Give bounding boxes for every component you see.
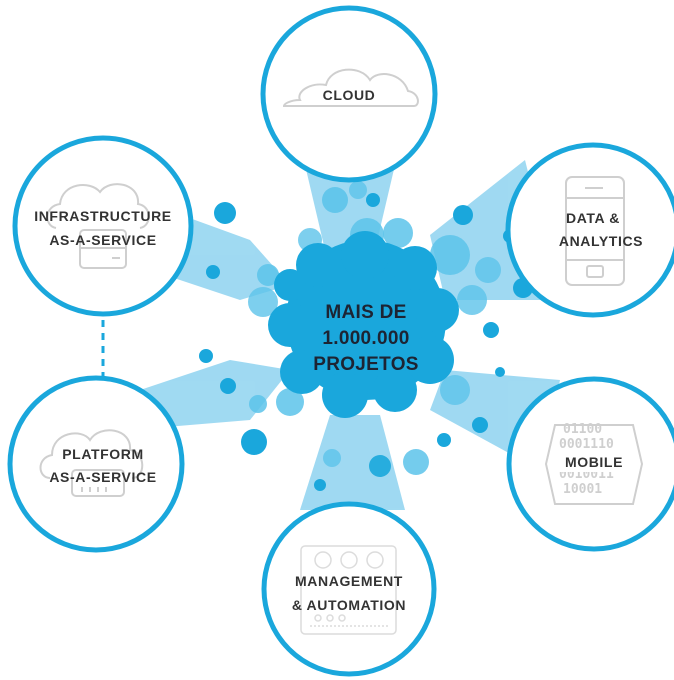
bubble bbox=[440, 375, 470, 405]
bubble bbox=[314, 479, 326, 491]
center-label-line-2: 1.000.000 bbox=[322, 328, 409, 349]
node-circle bbox=[12, 135, 194, 317]
node-infrastructure-label-line-1: INFRASTRUCTURE bbox=[34, 208, 172, 224]
node-platform-label-line-1: PLATFORM bbox=[62, 446, 144, 462]
bubble bbox=[369, 455, 391, 477]
node-platform-label-line-2: AS-A-SERVICE bbox=[49, 469, 156, 485]
node-circle bbox=[261, 501, 437, 677]
bubble bbox=[241, 429, 267, 455]
cloud-server-icon bbox=[39, 429, 144, 497]
beam-management bbox=[300, 415, 405, 510]
bubble bbox=[199, 349, 213, 363]
bubble bbox=[276, 388, 304, 416]
node-management-label-line-1: MANAGEMENT bbox=[295, 573, 403, 589]
bubble bbox=[257, 264, 279, 286]
svg-text:01100: 01100 bbox=[563, 422, 602, 437]
bubble bbox=[430, 235, 470, 275]
bubble bbox=[248, 287, 278, 317]
bubble bbox=[495, 367, 505, 377]
bubble bbox=[323, 449, 341, 467]
node-platform-as-a-service: PLATFORM AS-A-SERVICE bbox=[7, 375, 185, 553]
bubble bbox=[322, 187, 348, 213]
node-data-analytics-label-line-2: ANALYTICS bbox=[559, 233, 643, 249]
center-cloud bbox=[268, 231, 459, 418]
node-circle bbox=[260, 5, 438, 183]
node-infrastructure-label-line-2: AS-A-SERVICE bbox=[49, 232, 156, 248]
cloud-server-icon bbox=[46, 183, 150, 269]
bubble bbox=[349, 181, 367, 199]
center-label-line-1: MAIS DE bbox=[325, 302, 406, 323]
node-management-automation: MANAGEMENT & AUTOMATION bbox=[261, 501, 437, 677]
control-panel-icon bbox=[300, 545, 397, 635]
node-cloud-label-line-1: CLOUD bbox=[323, 87, 376, 103]
bubble bbox=[383, 218, 413, 248]
bubble bbox=[366, 193, 380, 207]
bubble bbox=[220, 378, 236, 394]
node-mobile: 01100 0001110 1000110 0010011 10001 MOBI… bbox=[506, 376, 674, 552]
bubble bbox=[437, 433, 451, 447]
svg-text:10001: 10001 bbox=[563, 482, 602, 497]
bubble bbox=[249, 395, 267, 413]
node-management-label-line-2: & AUTOMATION bbox=[292, 597, 406, 613]
cloud-icon bbox=[282, 68, 419, 107]
bubble bbox=[214, 202, 236, 224]
smartphone-icon bbox=[565, 176, 625, 286]
node-cloud: CLOUD bbox=[260, 5, 438, 183]
node-data-analytics-label-line-1: DATA & bbox=[566, 210, 620, 226]
bubble bbox=[403, 449, 429, 475]
center-label-line-3: PROJETOS bbox=[313, 354, 419, 375]
node-circle bbox=[505, 142, 674, 318]
bubble bbox=[453, 205, 473, 225]
bubble bbox=[483, 322, 499, 338]
bubble bbox=[475, 257, 501, 283]
svg-text:0001110: 0001110 bbox=[559, 437, 614, 452]
bubble bbox=[206, 265, 220, 279]
center-label: MAIS DE 1.000.000 PROJETOS bbox=[313, 302, 419, 375]
bubble bbox=[457, 285, 487, 315]
node-infrastructure-as-a-service: INFRASTRUCTURE AS-A-SERVICE bbox=[12, 135, 194, 317]
bubble bbox=[472, 417, 488, 433]
node-mobile-label-line-1: MOBILE bbox=[565, 454, 623, 470]
node-circle bbox=[7, 375, 185, 553]
node-data-analytics: DATA & ANALYTICS bbox=[505, 142, 674, 318]
